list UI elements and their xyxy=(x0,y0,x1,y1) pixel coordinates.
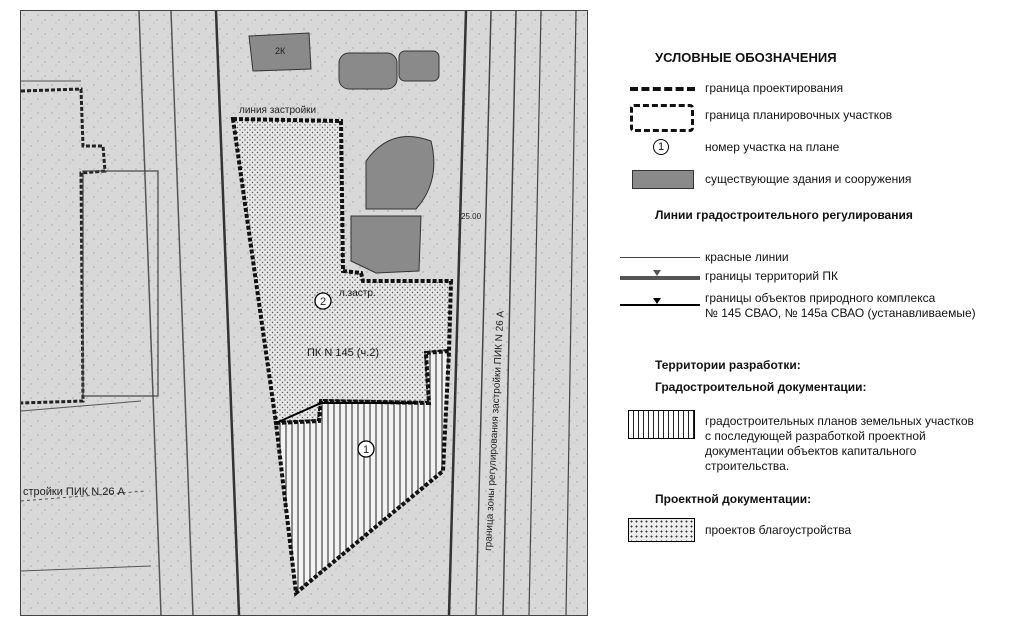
left-block xyxy=(82,170,159,397)
legend-item-plot-boundary: граница планировочных участков xyxy=(705,108,893,122)
map-label-pk26-left: стройки ПИК N 26 А xyxy=(23,486,125,498)
pk-boundary-symbol xyxy=(620,276,700,280)
map-view[interactable]: 2 1 линия застройки л.застр. ПК N 145 (ч… xyxy=(20,10,588,616)
legend-item-design-boundary: граница проектирования xyxy=(705,81,844,95)
lot-2-text: 2 xyxy=(320,296,326,308)
map-label-line: линия застройки xyxy=(239,105,316,116)
map-label-dimension: 25.00 xyxy=(461,212,482,221)
legend-item-lot-number: номер участка на плане xyxy=(705,140,840,154)
building-2k xyxy=(248,32,312,72)
map-canvas: 2 1 линия застройки л.застр. ПК N 145 (ч… xyxy=(21,11,587,615)
legend: УСЛОВНЫЕ ОБОЗНАЧЕНИЯ граница проектирова… xyxy=(600,40,1020,600)
lot-number-2[interactable]: 2 xyxy=(314,292,332,310)
urban-doc-line-3: документации объектов капитального xyxy=(705,444,917,458)
left-road-lines xyxy=(21,11,241,615)
legend-title: УСЛОВНЫЕ ОБОЗНАЧЕНИЯ xyxy=(655,50,837,65)
pk-boundary-tick-icon xyxy=(653,270,661,276)
existing-buildings-symbol xyxy=(632,170,694,189)
nature-boundary-line-1: границы объектов природного комплекса xyxy=(705,291,936,305)
project-doc-dot-symbol xyxy=(628,518,695,542)
urban-doc-line-1: градостроительных планов земельных участ… xyxy=(705,414,974,428)
legend-item-project-doc: проектов благоустройства xyxy=(705,523,852,537)
territories-title: Территории разработки: xyxy=(655,358,801,372)
right-road-lines xyxy=(447,11,577,615)
nature-boundary-line-2: № 145 СВАО, № 145а СВАО (устанавливаемые… xyxy=(705,306,976,320)
red-lines-symbol xyxy=(620,257,700,258)
map-label-building: 2К xyxy=(275,46,286,56)
legend-item-pk-boundary: границы территорий ПК xyxy=(705,269,839,283)
nature-boundary-tick-icon xyxy=(653,298,661,304)
design-boundary-symbol xyxy=(630,87,695,91)
plot-1[interactable] xyxy=(273,348,452,597)
legend-item-urban-doc: градостроительных планов земельных участ… xyxy=(705,414,974,474)
urban-doc-hatch-symbol xyxy=(628,410,695,439)
urban-doc-line-2: с последующей разработкой проектной xyxy=(705,429,926,443)
lot-1-text: 1 xyxy=(363,444,369,456)
urban-doc-title: Градостроительной документации: xyxy=(655,380,867,394)
urban-doc-line-4: строительства. xyxy=(705,459,790,473)
existing-buildings xyxy=(248,32,442,434)
project-doc-title: Проектной документации: xyxy=(655,492,812,506)
regulation-title: Линии градостроительного регулирования xyxy=(655,208,913,222)
nature-boundary-symbol xyxy=(620,304,700,306)
plot-boundary-symbol xyxy=(630,104,694,132)
nature-complex-boundary xyxy=(275,402,416,424)
legend-item-existing-buildings: существующие здания и сооружения xyxy=(705,172,912,186)
lot-number-1[interactable]: 1 xyxy=(357,440,375,458)
map-label-line-short: л.застр. xyxy=(339,288,376,299)
legend-item-nature-boundary: границы объектов природного комплекса № … xyxy=(705,291,976,321)
left-plot-boundary xyxy=(21,87,107,405)
map-label-pk145: ПК N 145 (ч.2) xyxy=(307,347,379,359)
legend-item-red-lines: красные линии xyxy=(705,250,789,264)
lot-number-symbol: 1 xyxy=(653,139,669,155)
